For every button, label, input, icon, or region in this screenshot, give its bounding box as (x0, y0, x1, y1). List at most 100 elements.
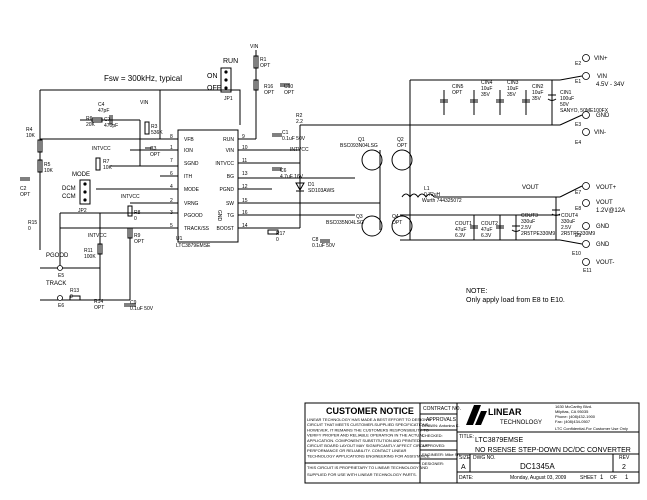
ic-pin-number: 1 (170, 145, 173, 151)
svg-text:APPROVED:: APPROVED: (422, 443, 445, 448)
svg-text:Q2: Q2 (397, 137, 404, 143)
svg-text:2.2: 2.2 (296, 119, 303, 125)
ic-pin-name: PGND (220, 187, 235, 193)
ic-pin-number: 2 (170, 198, 173, 204)
svg-text:R1: R1 (260, 57, 267, 63)
ic-pin-number: 12 (242, 184, 248, 190)
address-line: Milpitas, CA 95035 (555, 409, 589, 414)
svg-text:R11: R11 (84, 248, 93, 254)
svg-text:R16: R16 (264, 84, 273, 90)
svg-text:A: A (461, 464, 466, 471)
svg-text:CIN2: CIN2 (532, 84, 544, 90)
ion-network: VIN R3 536K C3 OPT (140, 100, 163, 158)
svg-text:MODE: MODE (72, 172, 90, 178)
svg-text:E1: E1 (575, 79, 581, 85)
svg-text:SHEET: SHEET (580, 475, 597, 481)
ic-pin-name: SW (226, 201, 234, 207)
svg-text:LINEAR: LINEAR (488, 407, 522, 417)
svg-text:INTVCC: INTVCC (290, 147, 309, 153)
svg-text:OPT: OPT (452, 90, 462, 96)
svg-text:R3: R3 (151, 124, 158, 130)
svg-text:47pF: 47pF (98, 108, 109, 114)
svg-text:CHECKED:: CHECKED: (422, 433, 443, 438)
ic-pin-number: 16 (242, 210, 248, 216)
ic-pin-name: ION (184, 148, 193, 154)
svg-text:COUT1: COUT1 (455, 221, 472, 227)
svg-text:R6: R6 (86, 116, 93, 122)
ic-ref: U1 (176, 236, 183, 242)
svg-text:Wurth 744325072: Wurth 744325072 (422, 198, 462, 204)
svg-text:OPT: OPT (264, 90, 274, 96)
svg-text:JP1: JP1 (224, 96, 233, 102)
ic-pin-number: 6 (170, 171, 173, 177)
input-caps: CIN5 OPT CIN4 10uF 35V CIN3 10uF 35V CIN… (440, 80, 609, 125)
svg-text:R7: R7 (103, 159, 110, 165)
svg-text:35V: 35V (481, 92, 491, 98)
svg-text:0: 0 (70, 294, 73, 300)
svg-text:536K: 536K (151, 130, 163, 136)
svg-text:VOUT+: VOUT+ (596, 185, 617, 191)
svg-text:47uF: 47uF (455, 227, 466, 233)
svg-text:100K: 100K (84, 254, 96, 260)
svg-text:0.1uF 50V: 0.1uF 50V (282, 136, 306, 142)
svg-text:C4: C4 (98, 102, 105, 108)
svg-text:DCM: DCM (62, 186, 76, 192)
ic-pin-number: 9 (242, 134, 245, 140)
svg-text:VIN: VIN (140, 100, 149, 106)
right-wiring (238, 79, 560, 241)
ic-pin-name: VIN (226, 148, 235, 154)
svg-text:4.5V - 34V: 4.5V - 34V (596, 82, 624, 88)
svg-text:R4: R4 (26, 127, 33, 133)
notice-line: VERIFY PROPER AND RELIABLE OPERATION IN … (307, 433, 425, 438)
svg-text:0: 0 (276, 237, 279, 243)
svg-text:GND: GND (596, 224, 610, 230)
customer-notice: CUSTOMER NOTICE (326, 406, 414, 416)
svg-text:2R5TPE330M9: 2R5TPE330M9 (561, 231, 595, 237)
svg-text:APPROVALS: APPROVALS (426, 417, 457, 423)
ic-pin-number: 7 (170, 158, 173, 164)
svg-text:ON: ON (207, 73, 218, 80)
svg-text:JP2: JP2 (78, 208, 87, 214)
svg-text:E8: E8 (575, 206, 581, 212)
svg-text:C8: C8 (312, 237, 319, 243)
ic-pin-number: 5 (170, 223, 173, 229)
svg-text:REV: REV (619, 455, 630, 461)
svg-text:OPT: OPT (284, 90, 294, 96)
svg-text:LTC3879EMSE: LTC3879EMSE (475, 437, 523, 444)
svg-text:D1: D1 (308, 182, 315, 188)
svg-text:C10: C10 (284, 84, 293, 90)
note-title: NOTE: (466, 288, 487, 295)
svg-text:OPT: OPT (94, 305, 104, 311)
svg-text:E7: E7 (575, 190, 581, 196)
svg-text:10uF: 10uF (507, 86, 518, 92)
svg-text:2.5V: 2.5V (561, 225, 572, 231)
ic-pin-name: BOOST (216, 226, 234, 232)
svg-text:DATE:: DATE: (459, 475, 473, 481)
notice-line: CIRCUIT THAT MEETS CUSTOMER-SUPPLIED SPE… (307, 422, 429, 427)
svg-text:10uF: 10uF (532, 90, 543, 96)
proprietary-line: THIS CIRCUIT IS PROPRIETARY TO LINEAR TE… (307, 465, 428, 470)
ic-pin-number: 13 (242, 171, 248, 177)
lower-left-network: INTVCC R8 0 R9 OPT INTVCC R11 100K PGOOD… (46, 194, 154, 312)
svg-text:OPT: OPT (397, 143, 407, 149)
compensation: R6 20K C4 47pF C7 470pF (80, 102, 141, 166)
svg-text:E6: E6 (58, 303, 64, 309)
svg-text:OPT: OPT (20, 192, 30, 198)
svg-text:R17: R17 (276, 231, 285, 237)
r4-r5-divider: R4 10K R5 10K C2 OPT R15 0 (20, 127, 54, 232)
ic-pin-number: 4 (170, 184, 173, 190)
svg-text:R5: R5 (44, 162, 51, 168)
input-terminals: VIN+ E2 E1 VIN 4.5V - 34V GND E3 VIN- E4 (575, 54, 624, 146)
svg-text:OPT: OPT (150, 152, 160, 158)
svg-text:10K: 10K (103, 165, 113, 171)
ic-pin-name: MODE (184, 187, 200, 193)
company-logo: LINEAR TECHNOLOGY (466, 405, 542, 426)
svg-text:C6: C6 (280, 168, 287, 174)
svg-text:E10: E10 (572, 251, 581, 257)
svg-text:330uF: 330uF (561, 219, 575, 225)
svg-text:OPT: OPT (392, 220, 402, 226)
svg-text:20K: 20K (86, 122, 96, 128)
ic-pin-name: BG (227, 174, 234, 180)
ic-pin-number: 14 (242, 223, 248, 229)
